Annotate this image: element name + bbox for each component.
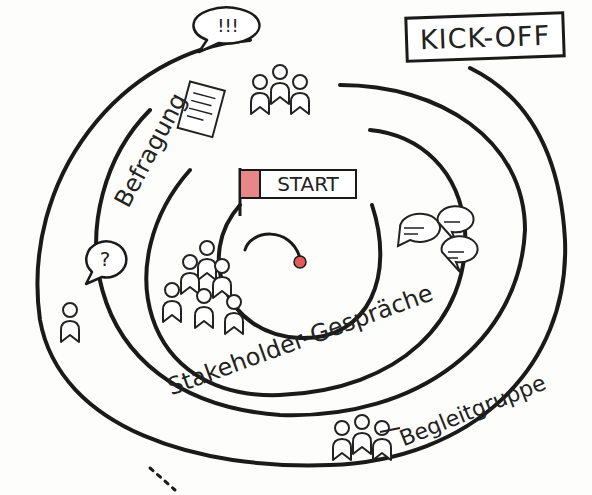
stage-label: Begleitgruppe [395,369,548,450]
node-text: ? [82,240,128,278]
start-flag: START [238,168,358,216]
milestone-box: KICK-OFF [404,11,566,63]
speech-bubble: ? [82,240,128,286]
node-text: KICK-OFF [404,11,566,63]
speech-bubble: !!! [193,6,263,54]
node-text: !!! [193,6,263,44]
node-text: START [260,170,356,198]
